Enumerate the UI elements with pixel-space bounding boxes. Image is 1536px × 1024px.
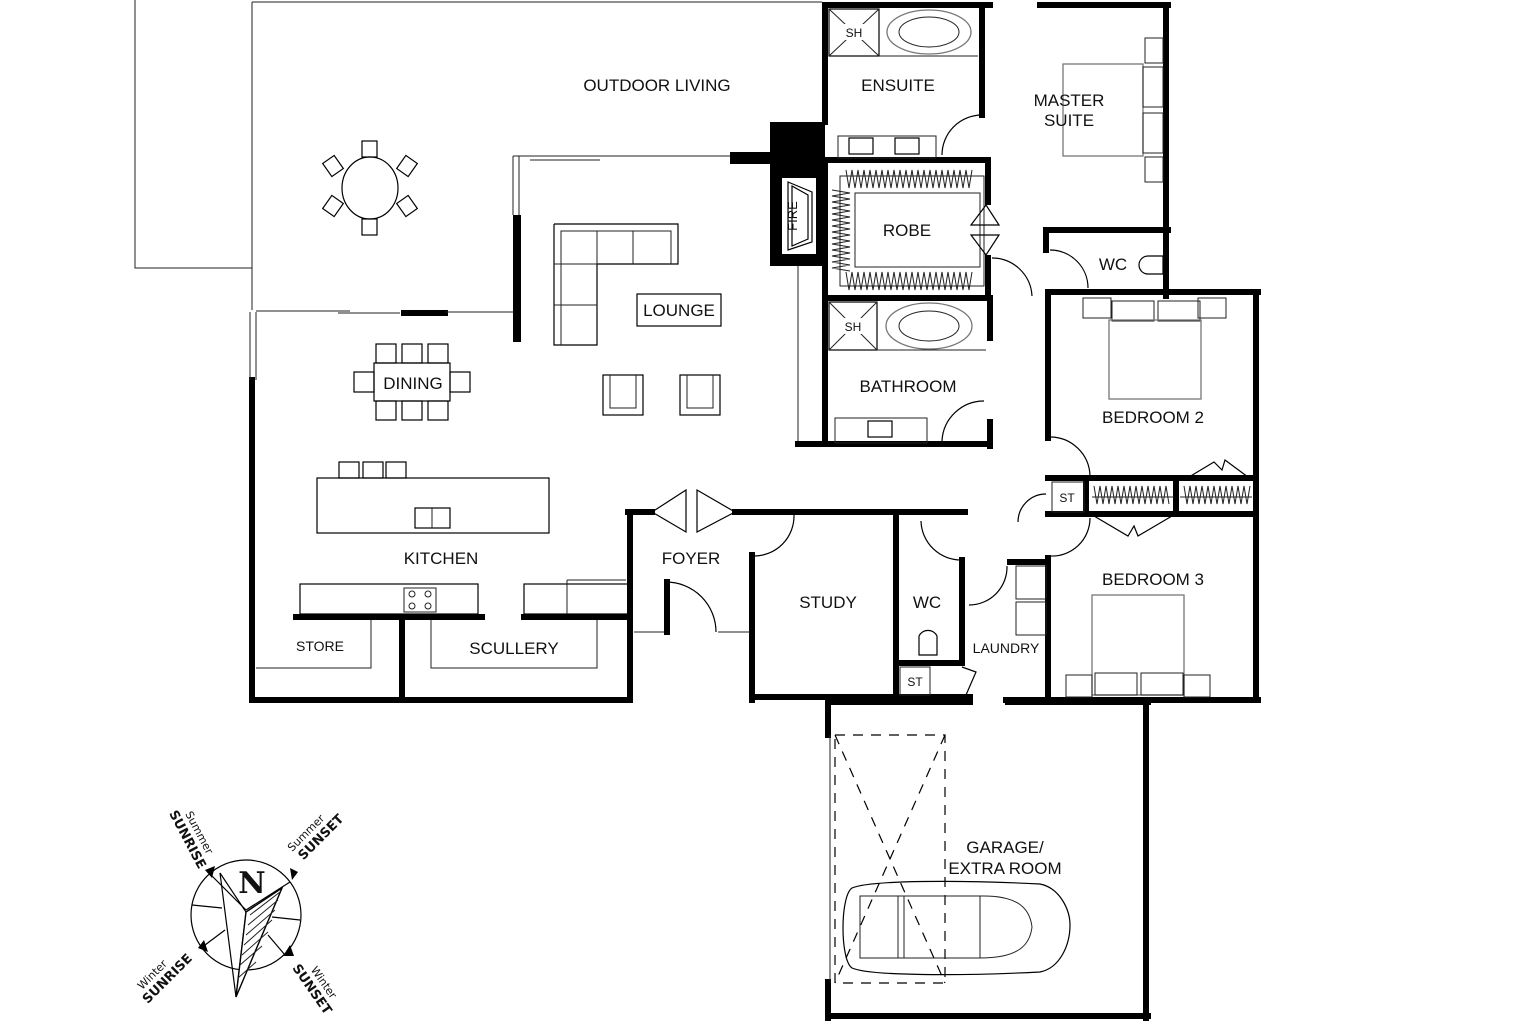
compass-north-label: N (238, 866, 265, 901)
bedroom2-room: BEDROOM 2 (1049, 297, 1253, 481)
room-label-kitchen: KITCHEN (404, 549, 479, 568)
scullery-room: SCULLERY (430, 620, 598, 669)
hall-storage: ST (1017, 481, 1252, 523)
shower-label-bathroom: SH (845, 320, 862, 334)
bedroom3-room: BEDROOM 3 (1049, 515, 1211, 698)
sectional-sofa (553, 223, 679, 346)
room-label-bedroom3: BEDROOM 3 (1102, 570, 1204, 589)
dining-room: DINING (353, 343, 471, 421)
room-label-garage-line2: EXTRA ROOM (948, 859, 1061, 878)
outdoor-living-area: OUTDOOR LIVING (134, 0, 822, 310)
room-label-robe: ROBE (883, 221, 931, 240)
foyer-room: FOYER (651, 488, 795, 635)
ensuite-room: SH ENSUITE (828, 8, 983, 159)
walls (249, 2, 1261, 1021)
room-label-lounge: LOUNGE (643, 301, 715, 320)
robe-room: ROBE (831, 169, 1001, 291)
room-label-master-suite-line2: SUITE (1044, 111, 1094, 130)
store-room: STORE (256, 620, 372, 669)
fire-label: FIRE (785, 201, 800, 231)
room-label-outdoor-living: OUTDOOR LIVING (583, 76, 730, 95)
kitchen-room: KITCHEN (299, 461, 631, 615)
car-icon (842, 880, 1071, 976)
room-label-bathroom: BATHROOM (860, 377, 957, 396)
room-label-scullery: SCULLERY (469, 639, 558, 658)
lounge-room: LOUNGE (553, 223, 722, 416)
wc-master-room: WC (1049, 249, 1164, 289)
room-label-study: STUDY (799, 593, 857, 612)
compass-rose: N Summer SUNRISE Summer SUNSET Winter SU… (135, 808, 347, 1018)
room-label-foyer: FOYER (662, 549, 721, 568)
room-label-st-hall: ST (1059, 491, 1075, 505)
wc-hall-room: WC ST (899, 520, 977, 696)
room-label-wc-master: WC (1099, 255, 1127, 274)
room-label-bedroom2: BEDROOM 2 (1102, 408, 1204, 427)
room-label-dining: DINING (383, 374, 443, 393)
room-label-garage-line1: GARAGE/ (966, 838, 1044, 857)
room-label-ensuite: ENSUITE (861, 76, 935, 95)
room-label-master-suite-line1: MASTER (1034, 91, 1105, 110)
garage-room: GARAGE/ EXTRA ROOM (834, 734, 1071, 984)
bathroom-room: SH BATHROOM (828, 301, 986, 444)
study-room: STUDY (799, 593, 857, 612)
room-label-store: STORE (296, 638, 344, 654)
room-label-st-wc: ST (907, 675, 923, 689)
outdoor-dining-table (321, 140, 419, 236)
room-label-laundry: LAUNDRY (973, 640, 1040, 656)
armchairs (602, 374, 721, 416)
room-label-wc-hall: WC (913, 593, 941, 612)
laundry-room: LAUNDRY (968, 565, 1047, 656)
master-suite-room: MASTER SUITE (991, 37, 1164, 297)
shower-label-ensuite: SH (846, 26, 863, 40)
